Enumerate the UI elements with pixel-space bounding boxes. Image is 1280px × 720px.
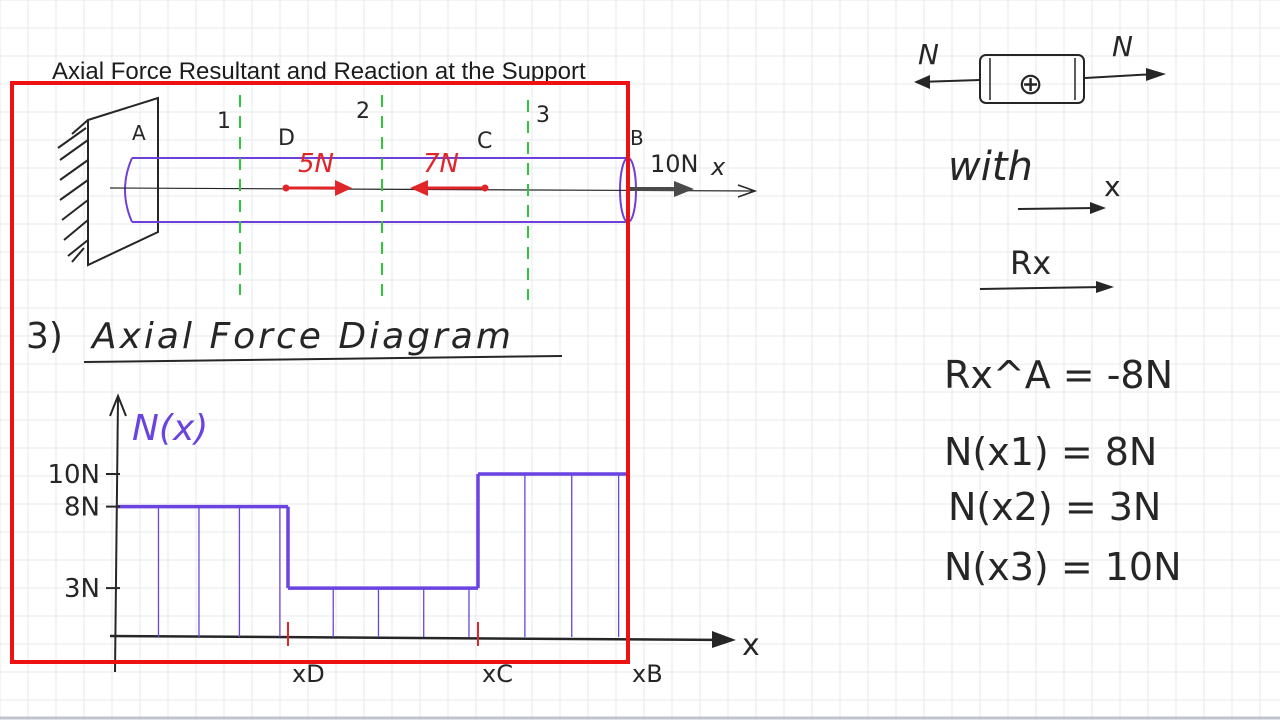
rx-arrow-icon xyxy=(1096,281,1114,293)
heading: 3) Axial Force Diagram xyxy=(26,316,563,363)
rxa-value: Rx^A = -8N xyxy=(944,353,1173,397)
chart-x-label: x xyxy=(742,628,760,663)
n-x1-value: N(x1) = 8N xyxy=(944,430,1157,474)
x-axis-arrow-icon xyxy=(737,184,758,198)
n-axis-line xyxy=(114,397,119,673)
rx-arrow-line xyxy=(979,286,1105,290)
with-arrow-line xyxy=(1017,207,1097,210)
end-load-arrow xyxy=(630,181,694,197)
x-tick-label: xB xyxy=(632,660,663,688)
sign-convention-element: ⊕ N N xyxy=(914,30,1166,104)
highlight-frame xyxy=(10,81,630,664)
load-d-arrow xyxy=(282,180,352,196)
point-b-label: B xyxy=(630,126,644,150)
point-c-label: C xyxy=(477,129,492,154)
point-d-label: D xyxy=(278,126,295,151)
heading-number: 3) xyxy=(26,316,63,357)
chart-n-label: N(x) xyxy=(132,408,208,449)
rx-label: Rx xyxy=(1010,244,1051,282)
section-1-label: 1 xyxy=(217,109,231,134)
n-x3-value: N(x3) = 10N xyxy=(944,545,1182,589)
load-c-label: 7N xyxy=(423,149,459,179)
heading-underline xyxy=(83,355,563,363)
left-arrow-icon xyxy=(914,75,930,89)
with-arrow-icon xyxy=(1090,202,1106,214)
beam-x-label: x xyxy=(710,153,726,181)
x-tick-label: xC xyxy=(482,660,513,688)
element-n-left: N xyxy=(918,38,939,71)
with-axis-label: x xyxy=(1104,170,1121,203)
with-label: with xyxy=(948,144,1033,190)
slide-title: Axial Force Resultant and Reaction at th… xyxy=(52,58,586,85)
heading-text: Axial Force Diagram xyxy=(90,316,514,357)
y-tick-label: 10N xyxy=(47,460,100,490)
right-arrow-icon xyxy=(1146,68,1166,81)
point-a-label: A xyxy=(132,121,146,145)
load-d-label: 5N xyxy=(298,149,334,179)
y-tick-label: 3N xyxy=(64,574,100,604)
n-axis-arrow-icon xyxy=(109,393,127,417)
section-3-label: 3 xyxy=(536,103,550,128)
element-n-right: N xyxy=(1112,30,1133,63)
beam-sketch: A 1 2 3 D C B 5N 7N 10N x xyxy=(57,95,758,300)
fixed-support xyxy=(57,96,159,267)
n-x2-value: N(x2) = 3N xyxy=(948,485,1161,529)
chart-x-arrow-icon xyxy=(712,631,736,648)
load-c-arrow xyxy=(410,180,489,196)
positive-sign-icon: ⊕ xyxy=(1018,67,1043,102)
y-tick-label: 8N xyxy=(64,493,100,523)
section-2-label: 2 xyxy=(356,99,370,124)
end-load-label: 10N xyxy=(650,150,699,178)
x-tick-label: xD xyxy=(292,660,325,688)
